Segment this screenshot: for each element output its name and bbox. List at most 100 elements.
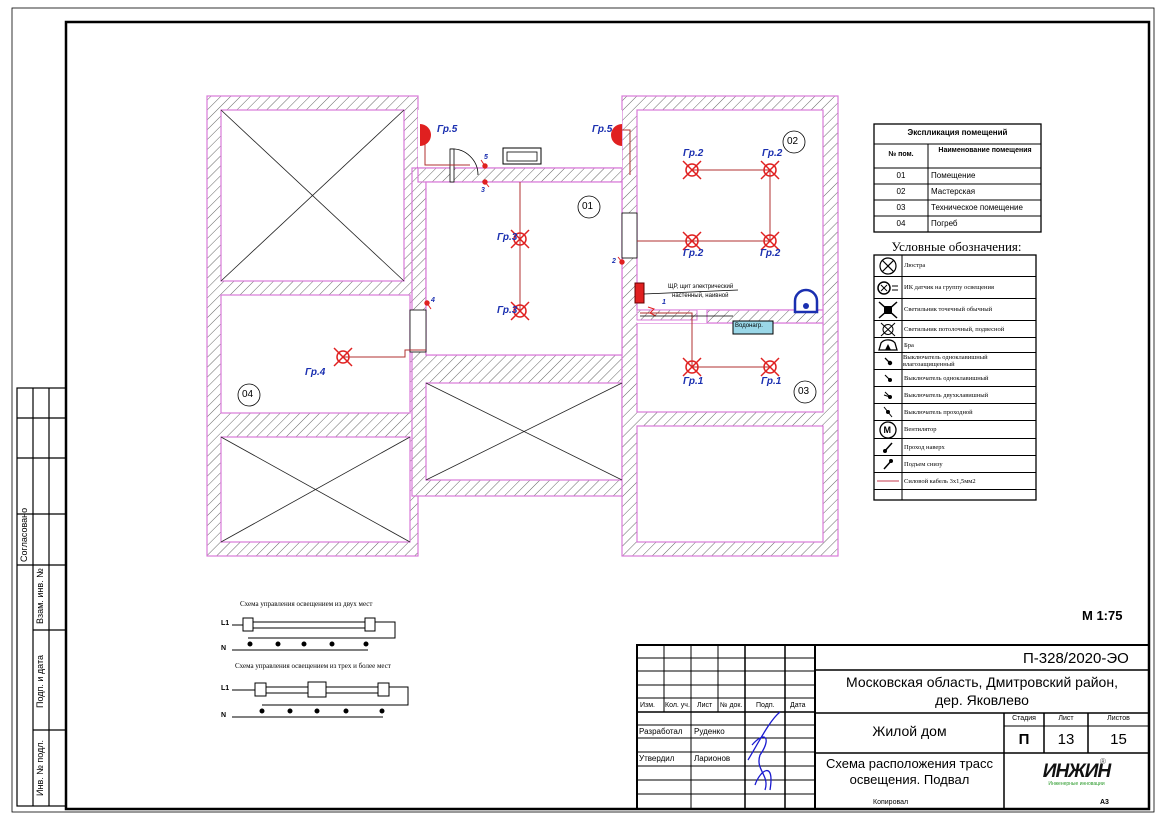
location-line1: Московская область, Дмитровский район, — [846, 674, 1118, 690]
sheet-title-line2: освещения. Подвал — [849, 772, 970, 787]
switch-double-icon — [874, 389, 902, 401]
room-markers — [237, 130, 817, 407]
copied-label: Копировал — [873, 799, 909, 806]
group-label: Гр.2 — [683, 248, 704, 259]
room-number: 02 — [787, 136, 799, 147]
lamp-icon — [682, 160, 702, 180]
group-label: Гр.3 — [497, 305, 518, 316]
switch-number: 5 — [484, 154, 488, 161]
page-border — [11, 7, 1155, 813]
legend-item: Выключатель двухклавишный — [874, 387, 1036, 404]
legend-item: Силовой кабель 3х1,5мм2 — [874, 473, 1036, 490]
stage-label: Стадия — [1012, 715, 1036, 722]
room-no: 03 — [896, 203, 906, 212]
n-label: N — [221, 645, 227, 652]
switch-single-icon — [874, 372, 902, 384]
lamp-icon — [760, 160, 780, 180]
sheets-label: Листов — [1107, 715, 1130, 722]
legend-label: Выключатель двухклавишный — [904, 391, 989, 399]
legend-item: Выключатель одноклавишный — [874, 370, 1036, 387]
legend-label: Светильник потолочный, подвесной — [904, 325, 1005, 333]
format-label: А3 — [1100, 799, 1109, 806]
location: Московская область, Дмитровский район, д… — [815, 673, 1149, 709]
switch-passthrough-icon — [874, 405, 902, 419]
explication-col-no: № пом. — [888, 151, 914, 158]
sconce-icon — [420, 124, 622, 146]
panel-label: настенный, наивной — [672, 293, 729, 299]
void-cross — [220, 109, 623, 543]
lamp-icon — [333, 347, 353, 367]
lamp-icon — [760, 357, 780, 377]
riser-down-icon — [874, 457, 902, 471]
room-name: Техническое помещение — [931, 203, 1023, 212]
ir-sensor-icon — [874, 280, 902, 296]
logo-text: ИНЖИН — [1042, 761, 1111, 782]
legend-grid — [873, 254, 1037, 501]
riser-up-icon — [874, 440, 902, 454]
developed-label: Разработал — [639, 727, 683, 736]
switch-number: 4 — [431, 297, 435, 304]
fan-icon — [793, 288, 819, 314]
group-label: Гр.5 — [437, 124, 458, 135]
strip-sign-date: Подп. и дата — [35, 654, 45, 708]
sheets-value: 15 — [1110, 731, 1127, 748]
scale-label: М 1:75 — [1082, 608, 1123, 623]
developed-name: Руденко — [694, 727, 725, 736]
group-label: Гр.2 — [762, 148, 783, 159]
fan-icon: M — [874, 420, 902, 440]
logo-reg: ® — [1100, 757, 1106, 766]
ceiling-light-icon — [874, 322, 902, 337]
signature — [747, 711, 781, 791]
legend-item: Светильник точечный обычный — [874, 299, 1036, 321]
n-label: N — [221, 712, 227, 719]
col-header: Подп. — [756, 702, 775, 709]
legend-item: Бра — [874, 338, 1036, 353]
sheet-title-line1: Схема расположения трасс — [826, 756, 993, 771]
legend-label: Светильник точечный обычный — [904, 306, 993, 313]
room-number: 03 — [798, 386, 810, 397]
group-label: Гр.1 — [761, 376, 782, 387]
explication-col-name: Наименование помещения — [938, 147, 1032, 154]
l1-label: L1 — [221, 685, 230, 692]
legend-title: Условные обозначения: — [891, 239, 1022, 254]
ventilation-box — [502, 147, 542, 165]
floor-plan — [206, 95, 839, 557]
legend-item: ИК датчик на группу освещения — [874, 277, 1036, 299]
legend-label: Выключатель проходной — [904, 408, 973, 416]
water-heater-label: Водонагр. — [735, 323, 763, 329]
room-number: 04 — [242, 389, 254, 400]
cable-routes — [343, 129, 771, 368]
room-no: 01 — [896, 171, 906, 180]
switch-waterproof-icon — [874, 355, 901, 367]
strip-agreed: Согласовано — [19, 507, 29, 562]
legend-item: Проход наверх — [874, 439, 1036, 456]
room-no: 04 — [896, 219, 906, 228]
panel-label: ЩР, щит электрический — [668, 284, 734, 290]
spot-light-icon — [874, 300, 902, 320]
electrical-panel — [634, 282, 645, 304]
water-heater — [732, 320, 774, 335]
right-block-walls — [621, 95, 839, 557]
legend-label: Бра — [904, 341, 914, 349]
object-name: Жилой дом — [872, 723, 947, 739]
control-schemes — [232, 617, 409, 718]
sconce-icon — [874, 339, 902, 351]
room-no: 02 — [896, 187, 906, 196]
door-arc — [449, 148, 479, 176]
legend-label: Выключатель одноклавишный — [904, 374, 989, 382]
explication-title: Экспликация помещений — [907, 128, 1008, 137]
group-label: Гр.5 — [592, 124, 613, 135]
svg-text:M: M — [884, 425, 892, 435]
col-header: Кол. уч. — [665, 702, 690, 709]
legend-label: Проход наверх — [904, 443, 945, 451]
scheme-title: Схема управления освещением из трех и бо… — [235, 662, 391, 670]
sheet-label: Лист — [1058, 715, 1074, 722]
switch-number: 3 — [481, 187, 485, 194]
company-logo: ИНЖИН ® Инженерные инновации — [1004, 755, 1149, 809]
logo-subtitle: Инженерные инновации — [1048, 781, 1105, 787]
room-name: Мастерская — [931, 187, 976, 196]
scheme-title: Схема управления освещением из двух мест — [240, 600, 373, 608]
doc-code: П-328/2020-ЭО — [1023, 650, 1129, 667]
